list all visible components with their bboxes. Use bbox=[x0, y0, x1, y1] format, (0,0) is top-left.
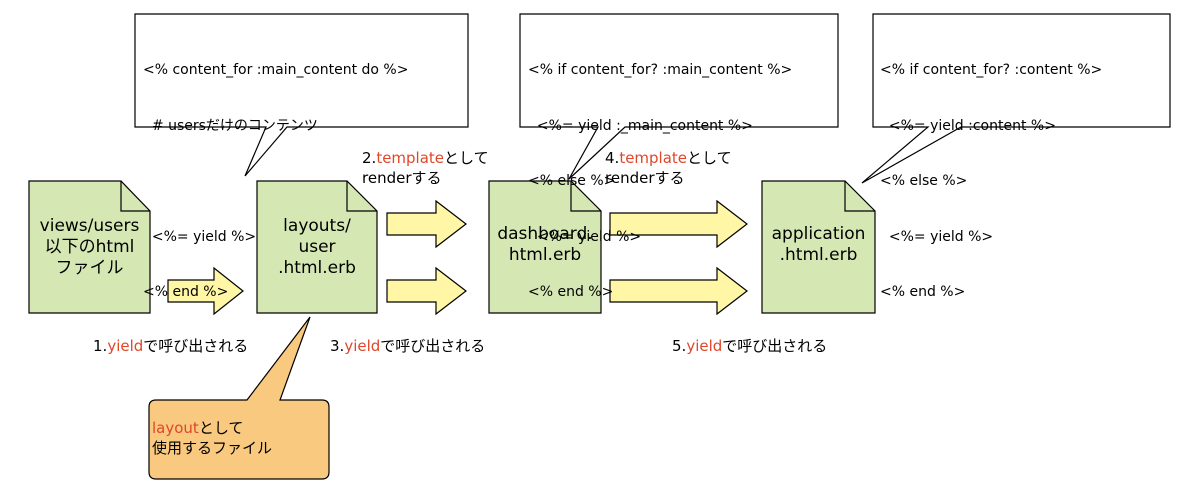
note-keyword: layout bbox=[152, 419, 199, 437]
note-line2: 使用するファイル bbox=[152, 439, 273, 457]
doc-label-line: .html.erb bbox=[278, 258, 356, 278]
arrow-step5 bbox=[609, 266, 748, 316]
step-4-label: 4.templateとして renderする bbox=[605, 148, 732, 188]
step-1-label: 1.yieldで呼び出される bbox=[93, 336, 248, 356]
step-prefix: 5. bbox=[672, 337, 687, 355]
code-line: <%= yield %> bbox=[528, 228, 642, 245]
doc-dashboard bbox=[488, 180, 602, 314]
code-line: <% end %> bbox=[528, 284, 614, 300]
step-suffix: として bbox=[444, 149, 489, 167]
doc-label-line: views/users bbox=[39, 216, 140, 236]
code-layouts-user: <% content_for :main_content do %> # use… bbox=[143, 24, 408, 320]
doc-label-line: ファイル bbox=[55, 258, 124, 278]
doc-label-line: user bbox=[298, 237, 336, 257]
note-layout-text: layoutとして 使用するファイル bbox=[152, 418, 272, 458]
note-suffix: として bbox=[198, 419, 244, 437]
code-line: <% else %> bbox=[528, 173, 616, 189]
doc-application-label: application .html.erb bbox=[762, 205, 875, 285]
code-line: <% else %> bbox=[880, 173, 968, 189]
code-dashboard: <% if content_for? :main_content %> <%= … bbox=[528, 24, 792, 320]
doc-application bbox=[761, 180, 876, 314]
code-line: <%= yield %> bbox=[143, 228, 257, 245]
step-prefix: 2. bbox=[362, 149, 377, 167]
arrow-step2 bbox=[386, 199, 467, 249]
step-suffix: として bbox=[687, 149, 732, 167]
code-line: <% content_for :main_content do %> bbox=[143, 62, 409, 78]
step-2-label: 2.templateとして renderする bbox=[362, 148, 489, 188]
step-prefix: 1. bbox=[93, 337, 108, 355]
doc-label-line: 以下のhtml bbox=[44, 237, 135, 257]
step-keyword: yield bbox=[686, 337, 723, 355]
code-line: # usersだけのコンテンツ bbox=[143, 117, 318, 134]
note-layout-callout bbox=[148, 316, 330, 480]
code-line: <%= yield :_main_content %> bbox=[528, 117, 753, 134]
doc-label-line: application bbox=[771, 224, 866, 244]
step-keyword: template bbox=[376, 149, 445, 167]
step-5-label: 5.yieldで呼び出される bbox=[672, 336, 827, 356]
step-suffix: で呼び出される bbox=[722, 337, 828, 355]
doc-layouts-user-label: layouts/ user .html.erb bbox=[257, 200, 377, 295]
arrow-step3 bbox=[386, 266, 467, 316]
step-line2: renderする bbox=[605, 169, 685, 187]
doc-label-line: layouts/ bbox=[283, 216, 351, 236]
step-prefix: 3. bbox=[330, 337, 345, 355]
code-application: <% if content_for? :content %> <%= yield… bbox=[880, 24, 1102, 320]
doc-label-line: dashboard. bbox=[497, 224, 593, 244]
step-keyword: yield bbox=[344, 337, 381, 355]
callout-application bbox=[861, 13, 1171, 184]
callout-layouts-user bbox=[134, 13, 469, 177]
code-line: <%= yield :content %> bbox=[880, 117, 1056, 134]
doc-views-users bbox=[28, 180, 151, 314]
step-suffix: で呼び出される bbox=[380, 337, 486, 355]
arrow-step4 bbox=[609, 199, 748, 249]
code-line: <% end %> bbox=[143, 284, 229, 300]
code-line: <% if content_for? :content %> bbox=[880, 62, 1103, 78]
doc-layouts-user bbox=[256, 180, 378, 314]
code-line: <% if content_for? :main_content %> bbox=[528, 62, 793, 78]
step-prefix: 4. bbox=[605, 149, 620, 167]
step-suffix: で呼び出される bbox=[143, 337, 249, 355]
step-keyword: template bbox=[619, 149, 688, 167]
doc-views-users-label: views/users 以下のhtml ファイル bbox=[29, 200, 150, 295]
step-3-label: 3.yieldで呼び出される bbox=[330, 336, 485, 356]
step-line2: renderする bbox=[362, 169, 442, 187]
doc-label-line: html.erb bbox=[508, 245, 582, 265]
doc-label-line: .html.erb bbox=[779, 245, 858, 265]
doc-dashboard-label: dashboard. html.erb bbox=[489, 205, 601, 285]
code-line: <%= yield %> bbox=[880, 228, 994, 245]
callout-dashboard bbox=[519, 13, 839, 180]
code-line: <% end %> bbox=[880, 284, 966, 300]
step-keyword: yield bbox=[107, 337, 144, 355]
arrow-step1 bbox=[167, 266, 244, 316]
